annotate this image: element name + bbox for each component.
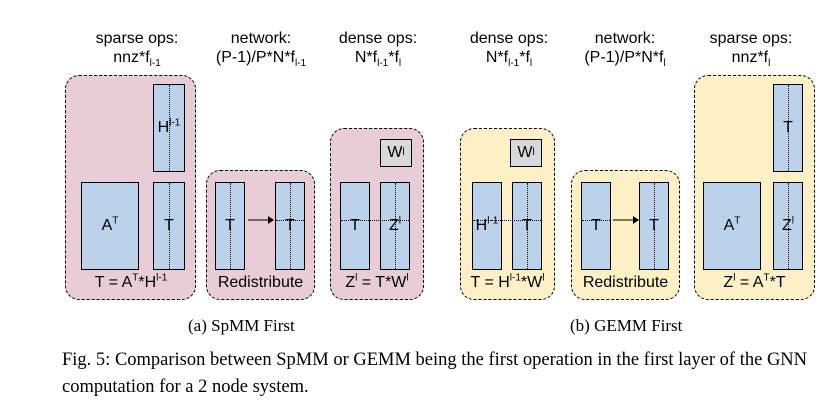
header-network-right: network: (P-1)/P*N*fl [584,30,666,70]
matrix-t-dense: T [340,182,370,270]
header-sparse-ops-right: sparse ops: nnz*fl [709,30,793,70]
redistribute-label-left: Redistribute [217,274,304,291]
caption-a: (a) SpMM First [188,316,295,335]
equation-t-h-w: T = Hl-1*Wl [470,272,545,291]
matrix-z: Zl [773,182,803,270]
matrix-t-top: T [773,84,803,172]
figure-caption: Fig. 5: Comparison between SpMM or GEMM … [62,350,808,397]
matrix-t-target: T [275,182,305,270]
matrix-t-source: T [215,182,245,270]
matrix-t-target: T [639,182,669,270]
dotted-link [341,220,409,221]
matrix-t: T [512,182,542,270]
matrix-t-source: T [581,182,611,270]
redistribute-label-right: Redistribute [582,274,669,291]
equation-z-t-w: Zl = T*Wl [345,272,409,291]
header-dense-ops-left: dense ops: N*fl-1*fl [338,30,418,70]
equation-z-a-t: Zl = AT*T [723,272,786,291]
caption-b: (b) GEMM First [570,316,683,335]
matrix-h-prev: Hl-1 [472,182,502,270]
matrix-a-transpose: AT [703,182,761,270]
header-sparse-ops-left: sparse ops: nnz*fl-1 [95,30,179,70]
header-network-left: network: (P-1)/P*N*fl-1 [215,30,307,70]
matrix-z: Zl [380,182,410,270]
equation-t-a-h: T = AT*Hl-1 [94,272,168,291]
arrow-right-icon [613,216,639,224]
matrix-h-prev: Hl-1 [153,84,185,172]
arrow-right-icon [248,216,274,224]
dotted-link [473,220,541,221]
matrix-t: T [153,182,185,270]
matrix-a-transpose: AT [81,182,139,270]
dotted-link [582,220,610,221]
header-dense-ops-right: dense ops: N*fl-1*fl [469,30,549,70]
